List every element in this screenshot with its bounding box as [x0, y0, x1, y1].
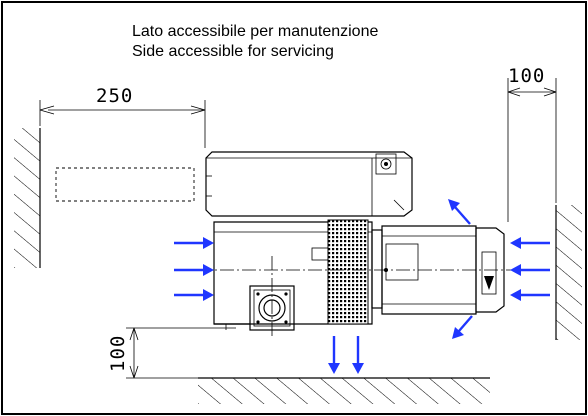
airflow-inlet-right: [510, 237, 550, 301]
airflow-diagonal: [448, 199, 473, 339]
servicing-outline: [55, 167, 195, 202]
right-wall: [555, 205, 582, 340]
pump-assembly: [198, 151, 514, 336]
airflow-inlet-left: [174, 237, 214, 301]
left-wall: [14, 128, 41, 268]
floor: [198, 377, 490, 404]
bottom-clearance-dimension: 100: [107, 327, 236, 379]
airflow-down: [328, 336, 364, 374]
caption-italian: Lato accessibile per manutenzione: [132, 23, 378, 40]
left-clearance-label: 250: [96, 85, 133, 107]
fan-grille: [327, 219, 369, 325]
right-clearance-label: 100: [508, 65, 545, 87]
right-clearance-dimension: 100: [507, 65, 557, 222]
left-clearance-dimension: 250: [39, 85, 206, 148]
caption-english: Side accessible for servicing: [132, 43, 334, 60]
bottom-clearance-label: 100: [107, 335, 129, 372]
